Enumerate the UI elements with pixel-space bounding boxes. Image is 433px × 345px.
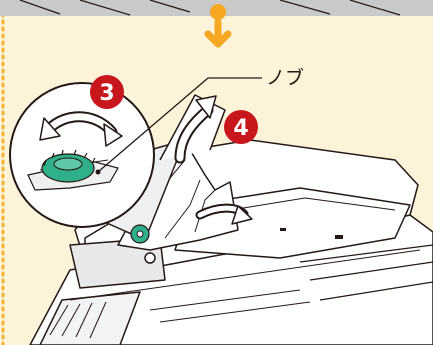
knob-small (131, 225, 149, 243)
magnified-knob-view (10, 83, 154, 227)
step-3-label: 3 (99, 81, 114, 106)
step-4-label: 4 (233, 116, 248, 141)
step-3-badge: 3 (90, 75, 124, 109)
step-4-badge: 4 (224, 110, 258, 144)
knob-callout-label: ノブ (266, 66, 304, 89)
